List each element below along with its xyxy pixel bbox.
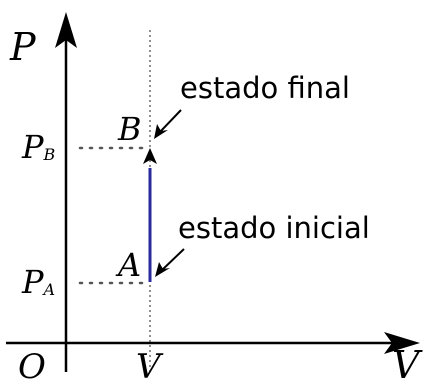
process-arrowhead [143,148,157,164]
pa-label: PA [21,263,55,301]
initial-state-pointer-head [155,262,170,277]
y-axis-label: P [9,25,37,69]
point-a-label: A [115,246,141,284]
final-state-pointer-head [154,124,168,139]
pa-label-base: P [21,263,44,301]
x-axis-label: V [392,343,423,383]
initial-state-pointer [160,248,185,272]
final-state-label: estado final [180,71,350,105]
y-axis-arrowhead [55,12,77,48]
pb-label-base: P [21,128,44,166]
pa-label-sub: A [42,280,56,299]
pb-label-sub: B [43,145,56,164]
initial-state-label: estado inicial [178,211,370,245]
final-state-pointer [158,109,182,134]
point-b-label: B [117,110,142,148]
x-axis-arrowhead [384,332,420,354]
pb-label: PB [21,128,56,166]
origin-label: O [18,347,46,383]
v-tick-label: V [136,347,164,383]
